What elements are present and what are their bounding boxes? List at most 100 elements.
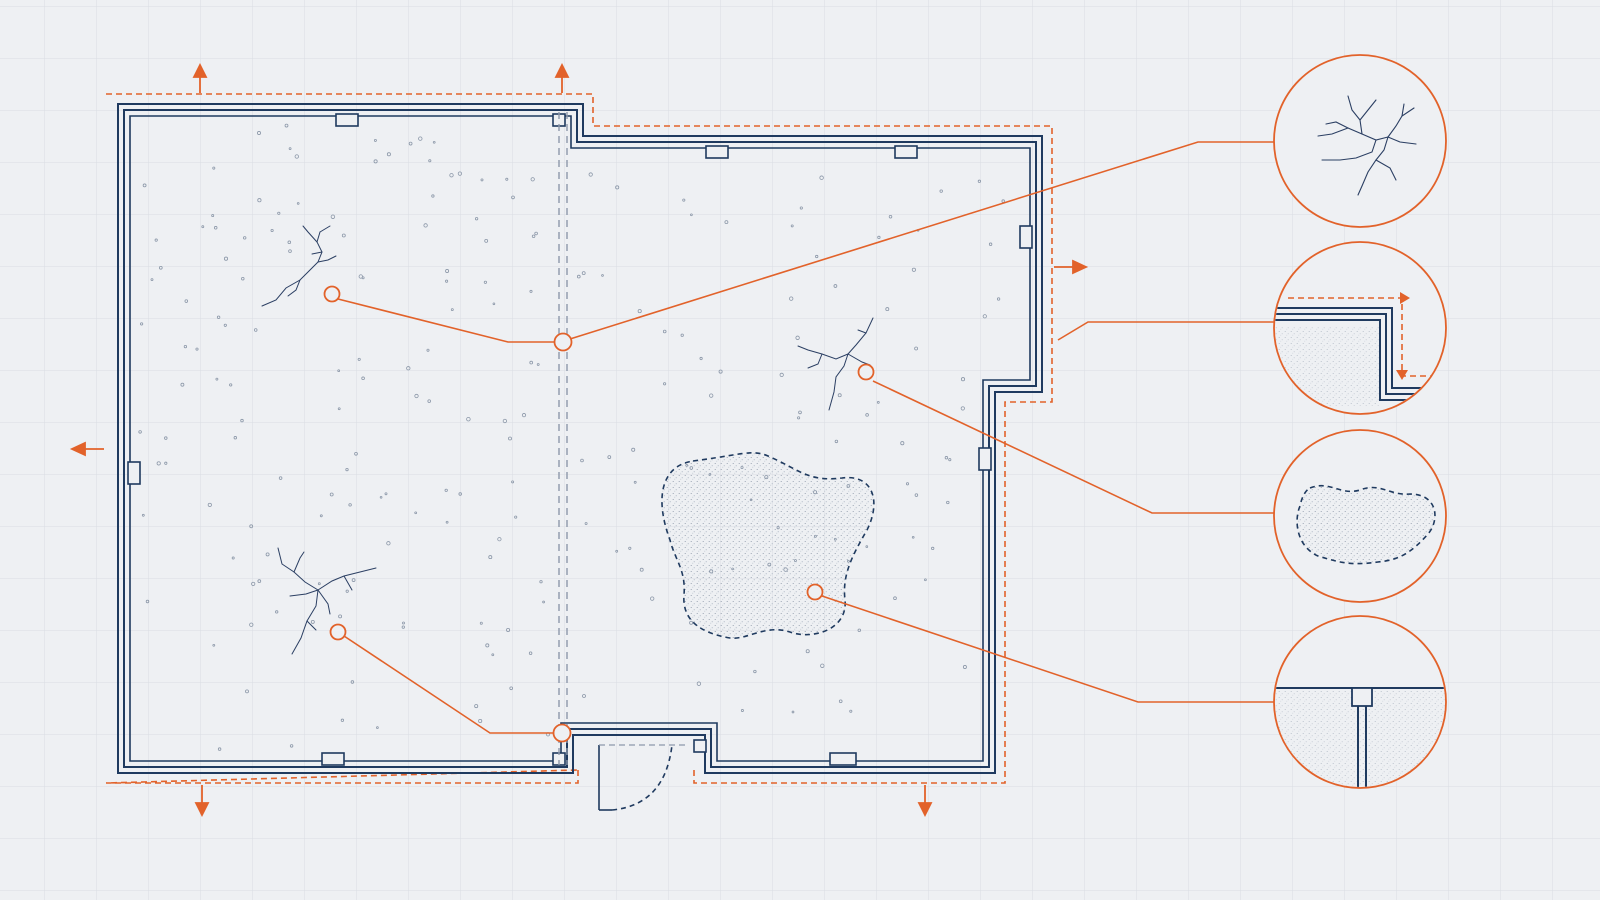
slab-speckle (637, 309, 642, 314)
slab-speckle (183, 344, 188, 349)
slab-speckle (905, 482, 910, 486)
slab-speckle (414, 511, 418, 515)
slab-speckle (457, 171, 462, 176)
slab-speckle (240, 418, 244, 423)
slab-speckle (505, 177, 509, 181)
slab-speckle (805, 649, 810, 654)
slab-speckle (444, 488, 448, 492)
slab-speckle (310, 619, 315, 624)
slab-speckle (962, 665, 967, 669)
slab-speckle (798, 410, 802, 415)
slab-speckle (289, 744, 294, 748)
slab-speckle (428, 159, 432, 163)
slab-speckle (534, 231, 538, 236)
slab-speckle (819, 175, 824, 180)
slab-speckle (195, 347, 199, 351)
slab-speckle (474, 704, 479, 709)
slab-speckle (141, 513, 145, 517)
slab-speckle (340, 718, 345, 722)
slab-speckle (223, 256, 229, 261)
slab-speckle (450, 308, 454, 312)
arrow-down-icon (194, 785, 210, 818)
crack-right-marker (857, 363, 875, 381)
slab-speckle (508, 436, 512, 441)
slab-speckle (944, 456, 949, 460)
slab-speckle (833, 284, 838, 288)
slab-texture (138, 123, 1005, 751)
slab-speckle (939, 189, 943, 193)
slab-speckle (506, 628, 511, 632)
slab-speckle (357, 357, 361, 361)
arrow-right-icon (1054, 259, 1089, 275)
slab-speckle (249, 524, 254, 529)
slab-speckle (815, 254, 819, 259)
slab-speckle (662, 329, 667, 334)
slab-speckle (491, 653, 495, 657)
slab-speckle (795, 335, 800, 340)
slab-speckle (584, 522, 588, 525)
joint-marker (553, 332, 573, 352)
slab-speckle (330, 214, 336, 219)
slab-speckle (996, 297, 1001, 301)
slab-speckle (449, 173, 454, 178)
slab-speckle (215, 377, 219, 381)
slab-speckle (948, 458, 952, 462)
slab-speckle (539, 580, 543, 584)
slab-speckle (142, 183, 147, 188)
construction-joint (558, 112, 568, 765)
slab-speckle (401, 625, 405, 629)
slab-speckle (960, 406, 965, 411)
slab-speckle (211, 214, 215, 218)
slab-speckle (849, 709, 853, 713)
slab-speckle (582, 694, 586, 698)
slab-speckle (361, 376, 365, 381)
slab-speckle (497, 537, 502, 542)
slab-speckle (445, 269, 450, 273)
slab-speckle (345, 467, 349, 472)
callout-markers (323, 285, 875, 743)
slab-speckle (212, 166, 216, 170)
crack-upper-left-marker (323, 285, 341, 303)
slab-speckle (511, 480, 515, 484)
slab-speckle (270, 228, 274, 233)
slab-speckle (180, 382, 185, 387)
slab-speckle (876, 401, 880, 404)
arrow-left-icon (69, 441, 104, 457)
slab-speckle (680, 333, 684, 337)
slab-speckle (779, 372, 784, 377)
slab-speckle (458, 492, 462, 496)
slab-speckle (216, 315, 221, 319)
patch-icon (1296, 484, 1436, 565)
slab-speckle (615, 185, 620, 190)
slab-speckle (223, 323, 227, 327)
crack-lower-left-marker (329, 623, 347, 641)
slab-speckle (231, 556, 235, 560)
slab-speckle (329, 492, 334, 497)
slab-speckle (156, 461, 161, 466)
slab-speckle (423, 223, 428, 228)
slab-speckle (696, 681, 702, 686)
slab-speckle (488, 555, 493, 560)
slab-speckle (820, 663, 825, 668)
slab-speckle (408, 141, 413, 146)
slab-speckle (709, 393, 714, 398)
slab-speckle (791, 710, 795, 714)
slab-speckle (982, 314, 987, 319)
slab-speckle (740, 709, 744, 712)
slab-speckle (213, 226, 218, 230)
slab-speckle (474, 217, 479, 221)
slab-speckle (376, 726, 379, 729)
slab-speckle (877, 235, 881, 240)
slab-speckle (581, 271, 586, 276)
slab-speckle (900, 441, 905, 446)
slab-speckle (426, 348, 430, 352)
slab-speckle (530, 177, 535, 182)
door-swing (598, 744, 688, 811)
crack-lower-left (277, 547, 377, 655)
slab-speckle (914, 346, 918, 351)
slab-speckle (607, 455, 612, 459)
slab-speckle (296, 202, 300, 205)
slab-speckle (265, 552, 270, 557)
slab-speckle (338, 614, 343, 619)
